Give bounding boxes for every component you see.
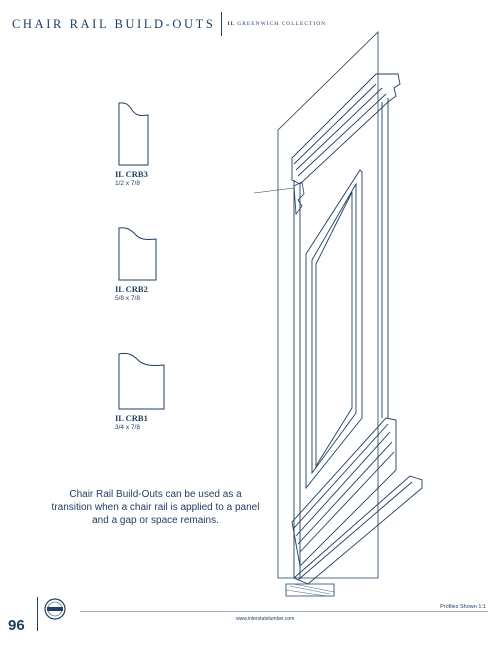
footer-rule xyxy=(80,611,488,612)
profiles-shown-note: Profiles Shown 1:1 xyxy=(440,604,486,610)
header-divider xyxy=(221,12,223,36)
profile-name: IL CRB1 xyxy=(115,413,148,423)
profile-crb2: IL CRB2 5/8 x 7/8 xyxy=(115,225,159,302)
collection-prefix: IL xyxy=(227,21,236,27)
profile-crb1-drawing xyxy=(118,352,165,410)
website-link[interactable]: www.interstatelumber.com xyxy=(236,616,295,622)
profile-crb2-drawing xyxy=(118,227,157,281)
profile-size: 1/2 x 7/8 xyxy=(115,180,140,187)
description-text: Chair Rail Build-Outs can be used as a t… xyxy=(51,489,260,526)
profile-crb3-drawing xyxy=(118,102,149,166)
profile-crb3: IL CRB3 1/2 x 7/8 xyxy=(115,100,151,187)
profile-name: IL CRB3 xyxy=(115,169,148,179)
profile-name: IL CRB2 xyxy=(115,284,148,294)
page-title: CHAIR RAIL BUILD-OUTS xyxy=(12,16,216,31)
collection-name: GREENWICH COLLECTION xyxy=(237,21,327,27)
footer-divider xyxy=(37,597,38,631)
profile-crb1: IL CRB1 3/4 x 7/8 xyxy=(115,350,167,431)
profile-size: 5/8 x 7/8 xyxy=(115,295,140,302)
company-seal-logo-icon xyxy=(44,598,66,620)
wall-elevation-drawing xyxy=(253,31,423,597)
page-number: 96 xyxy=(8,617,25,634)
profile-size: 3/4 x 7/8 xyxy=(115,424,140,431)
